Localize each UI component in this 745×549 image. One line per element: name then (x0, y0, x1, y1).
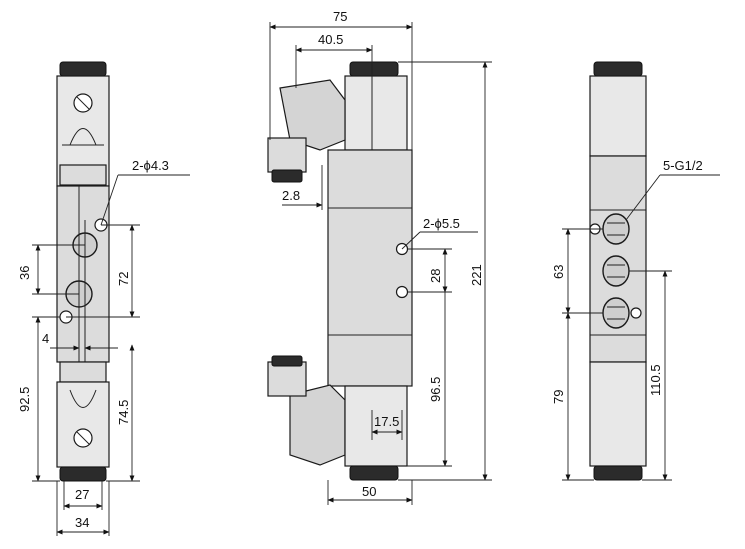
left-dim-4: 4 (42, 331, 49, 346)
mid-dim-75: 75 (333, 9, 347, 24)
right-bottom-cap (593, 465, 643, 481)
right-port-1 (602, 213, 630, 245)
mid-dim-96-5: 96.5 (428, 377, 443, 402)
mid-dim-17-5: 17.5 (374, 414, 399, 429)
middle-view: 75 40.5 2.8 2-ϕ5.5 28 221 96.5 17.5 (267, 9, 492, 505)
right-dim-79: 79 (551, 390, 566, 404)
left-dim-27: 27 (75, 487, 89, 502)
left-dim-92-5: 92.5 (17, 387, 32, 412)
left-hole-callout: 2-ϕ4.3 (132, 158, 169, 173)
left-lower-head (56, 381, 110, 468)
left-dim-72: 72 (116, 272, 131, 286)
mid-mount-hole-2 (395, 285, 409, 299)
mid-dim-50: 50 (362, 484, 376, 499)
mid-lower-coil-connector (289, 384, 346, 466)
mid-bottom-cap (349, 465, 399, 481)
left-dim-34: 34 (75, 515, 89, 530)
left-dim-36: 36 (17, 266, 32, 280)
mid-upper-head (344, 75, 408, 151)
mid-dim-28: 28 (428, 269, 443, 283)
mid-dim-221: 221 (469, 264, 484, 286)
left-dim-74-5: 74.5 (116, 400, 131, 425)
mid-top-cap (349, 61, 399, 77)
right-upper-head (589, 75, 647, 157)
right-port-2 (602, 255, 630, 287)
mid-valve-body (327, 149, 413, 387)
mid-lower-plug (267, 361, 307, 397)
right-lower-head (589, 361, 647, 467)
left-view: 2-ϕ4.3 36 72 4 92.5 74.5 27 (17, 61, 190, 536)
right-view: 5-G1/2 63 79 110.5 (551, 61, 720, 481)
right-port-callout: 5-G1/2 (663, 158, 703, 173)
right-dim-63: 63 (551, 265, 566, 279)
mid-hole-callout: 2-ϕ5.5 (423, 216, 460, 231)
left-bottom-cap (59, 466, 107, 482)
mid-upper-plug (267, 137, 307, 173)
left-top-cap (59, 61, 107, 77)
mid-dim-40-5: 40.5 (318, 32, 343, 47)
right-dim-110-5: 110.5 (648, 364, 663, 396)
left-valve-body (56, 185, 110, 363)
right-top-cap (593, 61, 643, 77)
mid-lower-head (344, 385, 408, 467)
right-port-3 (602, 297, 630, 329)
right-small-port-2 (630, 307, 642, 319)
mid-dim-2-8: 2.8 (282, 188, 300, 203)
